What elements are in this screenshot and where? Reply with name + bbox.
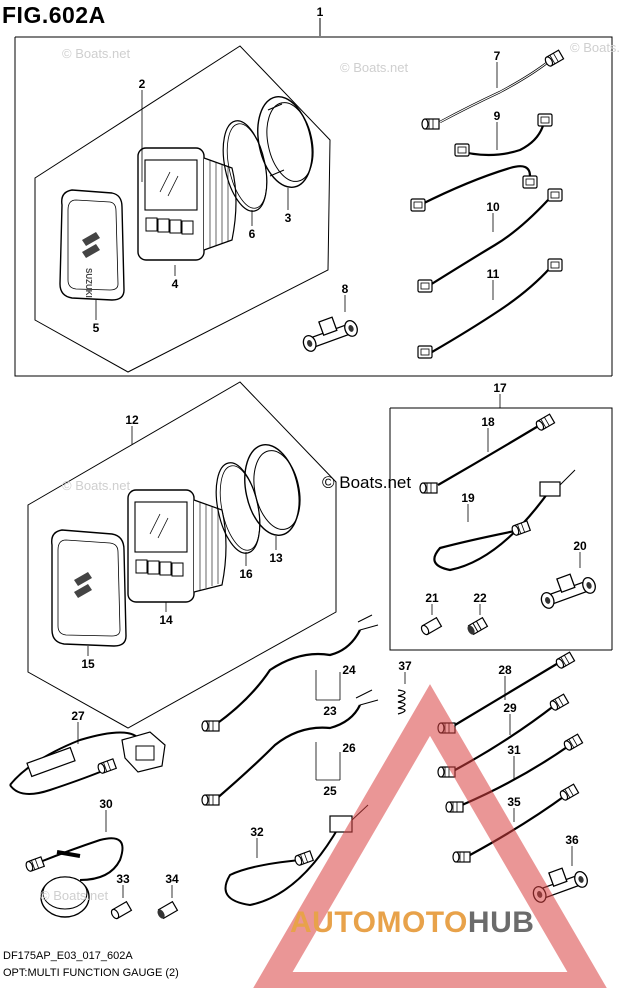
diagram-caption: OPT:MULTI FUNCTION GAUGE (2) bbox=[3, 967, 179, 979]
callout-28: 28 bbox=[498, 663, 512, 677]
logo-part1: AUTOMOTO bbox=[290, 906, 468, 939]
callout-8: 8 bbox=[342, 282, 349, 296]
watermark-text: © Boats.net bbox=[40, 888, 109, 903]
callout-10: 10 bbox=[486, 200, 500, 214]
callout-24: 24 bbox=[342, 663, 356, 677]
diagram-code: DF175AP_E03_017_602A bbox=[3, 950, 133, 962]
callout-35: 35 bbox=[507, 795, 521, 809]
callout-34: 34 bbox=[165, 872, 179, 886]
watermark-text: © Boats.net bbox=[570, 40, 619, 55]
watermark-text: © Boats.net bbox=[340, 60, 409, 75]
callout-30: 30 bbox=[99, 797, 113, 811]
callout-18: 18 bbox=[481, 415, 495, 429]
watermark-text: © Boats.net bbox=[62, 478, 131, 493]
callout-21: 21 bbox=[425, 591, 439, 605]
callout-36: 36 bbox=[565, 833, 579, 847]
callout-5: 5 bbox=[93, 321, 100, 335]
callout-13: 13 bbox=[269, 551, 283, 565]
brand-mark: SUZUKI bbox=[84, 268, 93, 298]
logo-part2: HUB bbox=[467, 906, 535, 939]
callout-14: 14 bbox=[159, 613, 173, 627]
callout-37: 37 bbox=[398, 659, 412, 673]
callout-19: 19 bbox=[461, 491, 475, 505]
watermark-text: © Boats.net bbox=[62, 46, 131, 61]
callout-23: 23 bbox=[323, 704, 337, 718]
callout-31: 31 bbox=[507, 743, 521, 757]
callout-15: 15 bbox=[81, 657, 95, 671]
callout-3: 3 bbox=[285, 211, 292, 225]
callout-27: 27 bbox=[71, 709, 85, 723]
callout-26: 26 bbox=[342, 741, 356, 755]
callout-6: 6 bbox=[249, 227, 256, 241]
automotohub-logo: AUTOMOTOHUB bbox=[290, 906, 534, 940]
callout-22: 22 bbox=[473, 591, 487, 605]
watermark-text: © Boats.net bbox=[322, 473, 411, 492]
callout-29: 29 bbox=[503, 701, 517, 715]
callout-9: 9 bbox=[494, 109, 501, 123]
callout-25: 25 bbox=[323, 784, 337, 798]
callout-16: 16 bbox=[239, 567, 253, 581]
callout-33: 33 bbox=[116, 872, 130, 886]
callout-20: 20 bbox=[573, 539, 587, 553]
callout-12: 12 bbox=[125, 413, 139, 427]
callout-4: 4 bbox=[172, 277, 179, 291]
figure-title: FIG.602A bbox=[2, 2, 106, 28]
callout-2: 2 bbox=[139, 77, 146, 91]
callout-11: 11 bbox=[487, 267, 500, 281]
callout-17: 17 bbox=[493, 381, 507, 395]
callout-32: 32 bbox=[250, 825, 264, 839]
callout-1: 1 bbox=[317, 5, 324, 19]
callout-7: 7 bbox=[494, 49, 501, 63]
